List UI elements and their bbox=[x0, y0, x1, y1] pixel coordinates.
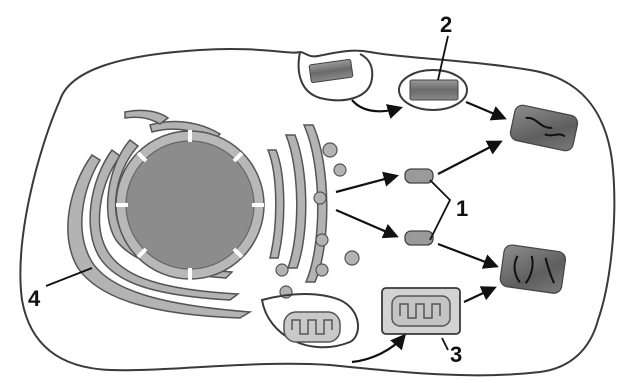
secondary-lysosome-lower bbox=[499, 244, 566, 294]
nucleus bbox=[116, 130, 264, 280]
label-4: 4 bbox=[28, 286, 41, 311]
label-2: 2 bbox=[440, 12, 452, 37]
label-1: 1 bbox=[456, 196, 468, 221]
autophagosome bbox=[382, 288, 460, 334]
label-3: 3 bbox=[450, 342, 462, 367]
